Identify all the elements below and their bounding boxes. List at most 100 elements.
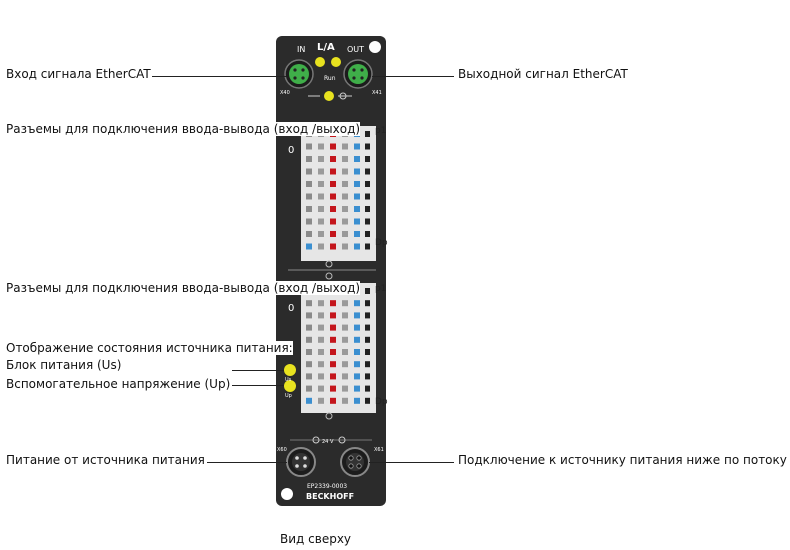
leader-power-in [207, 462, 287, 463]
label-io-connectors-2: Разъемы для подключения ввода-вывода (вх… [6, 281, 361, 295]
terminal-pin [318, 193, 324, 200]
terminal-pin [354, 243, 360, 250]
terminal-pin [330, 206, 336, 212]
terminal-slot [365, 336, 370, 343]
terminal-pin [318, 206, 324, 212]
leader-ethercat-out [372, 76, 454, 77]
terminal-pin [306, 143, 312, 150]
terminal-slot [365, 168, 370, 175]
terminal-pin [318, 397, 324, 404]
run-label: Run [324, 75, 336, 82]
io-block-2 [301, 283, 376, 413]
terminal-pin [354, 181, 360, 187]
terminal-pin [318, 385, 324, 392]
ethercat-out-connector[interactable] [343, 59, 373, 89]
terminal-pin [354, 206, 360, 212]
terminal-pin [354, 300, 360, 307]
terminal-pin [318, 231, 324, 237]
terminal-pin [330, 324, 336, 331]
terminal-pin [354, 361, 360, 368]
mount-hole-top [369, 41, 381, 53]
terminal-pin [342, 231, 348, 237]
terminal-pin [342, 243, 348, 250]
block2-zero-label: 0 [288, 303, 294, 314]
label-aux-voltage-up: Вспомогательное напряжение (Up) [6, 377, 231, 391]
terminal-slot [365, 300, 370, 307]
power-out-connector[interactable] [340, 447, 370, 477]
terminal-pin [306, 397, 312, 404]
terminal-pin [306, 336, 312, 343]
block1-zero-label: 0 [288, 145, 294, 156]
terminal-pin [330, 231, 336, 237]
label-ethercat-in: Вход сигнала EtherCAT [6, 67, 151, 81]
terminal-pin [342, 168, 348, 175]
terminal-pin [318, 143, 324, 150]
terminal-row [306, 312, 370, 319]
terminal-pin [354, 324, 360, 331]
terminal-pin [330, 312, 336, 319]
terminal-pin [306, 324, 312, 331]
up-led [284, 380, 296, 392]
terminal-pin [330, 218, 336, 225]
terminal-pin [330, 373, 336, 380]
voltage-label: 24 V [322, 439, 334, 445]
terminal-slot [365, 206, 370, 212]
terminal-pin [306, 312, 312, 319]
x61-label: X61 [374, 447, 384, 453]
terminal-pin [342, 300, 348, 307]
terminal-slot [365, 156, 370, 162]
leader-ethercat-in [152, 76, 286, 77]
terminal-pin [342, 193, 348, 200]
terminal-slot [365, 218, 370, 225]
terminal-pin [318, 373, 324, 380]
terminal-pin [318, 349, 324, 355]
terminal-pin [342, 397, 348, 404]
out-label: OUT [347, 45, 364, 54]
la-in-led [315, 57, 325, 67]
terminal-slot [365, 324, 370, 331]
label-io-connectors-1: Разъемы для подключения ввода-вывода (вх… [6, 122, 361, 136]
terminal-row [306, 243, 370, 250]
terminal-row [306, 206, 370, 212]
terminal-pin [306, 168, 312, 175]
terminal-slot [365, 131, 370, 137]
terminal-pin [306, 349, 312, 355]
power-in-connector[interactable] [286, 447, 316, 477]
terminal-pin [342, 385, 348, 392]
terminal-pin [318, 243, 324, 250]
terminal-slot [365, 231, 370, 237]
terminal-pin [354, 349, 360, 355]
terminal-row [306, 181, 370, 187]
label-power-supply-us: Блок питания (Us) [6, 358, 122, 372]
terminal-slot [365, 181, 370, 187]
terminal-pin [330, 300, 336, 307]
terminal-row [306, 143, 370, 150]
terminal-pin [342, 361, 348, 368]
terminal-pin [318, 156, 324, 162]
terminal-pin [330, 336, 336, 343]
terminal-pin [342, 143, 348, 150]
terminal-row [306, 324, 370, 331]
x41-label: X41 [372, 90, 382, 96]
terminal-pin [330, 385, 336, 392]
terminal-row [306, 397, 370, 404]
terminal-row [306, 361, 370, 368]
terminal-pin [342, 206, 348, 212]
label-power-status-title: Отображение состояния источника питания: [6, 341, 293, 355]
la-out-led [331, 57, 341, 67]
terminal-pin [306, 218, 312, 225]
terminal-pin [354, 168, 360, 175]
terminal-slot [365, 397, 370, 404]
run-led [324, 91, 334, 101]
terminal-pin [330, 168, 336, 175]
terminal-pin [354, 193, 360, 200]
terminal-pin [342, 218, 348, 225]
terminal-slot [365, 385, 370, 392]
terminal-pin [306, 156, 312, 162]
terminal-pin [354, 373, 360, 380]
ethercat-in-connector[interactable] [284, 59, 314, 89]
terminal-pin [330, 243, 336, 250]
label-power-out: Подключение к источнику питания ниже по … [458, 453, 787, 467]
terminal-pin [342, 336, 348, 343]
terminal-slot [365, 288, 370, 294]
